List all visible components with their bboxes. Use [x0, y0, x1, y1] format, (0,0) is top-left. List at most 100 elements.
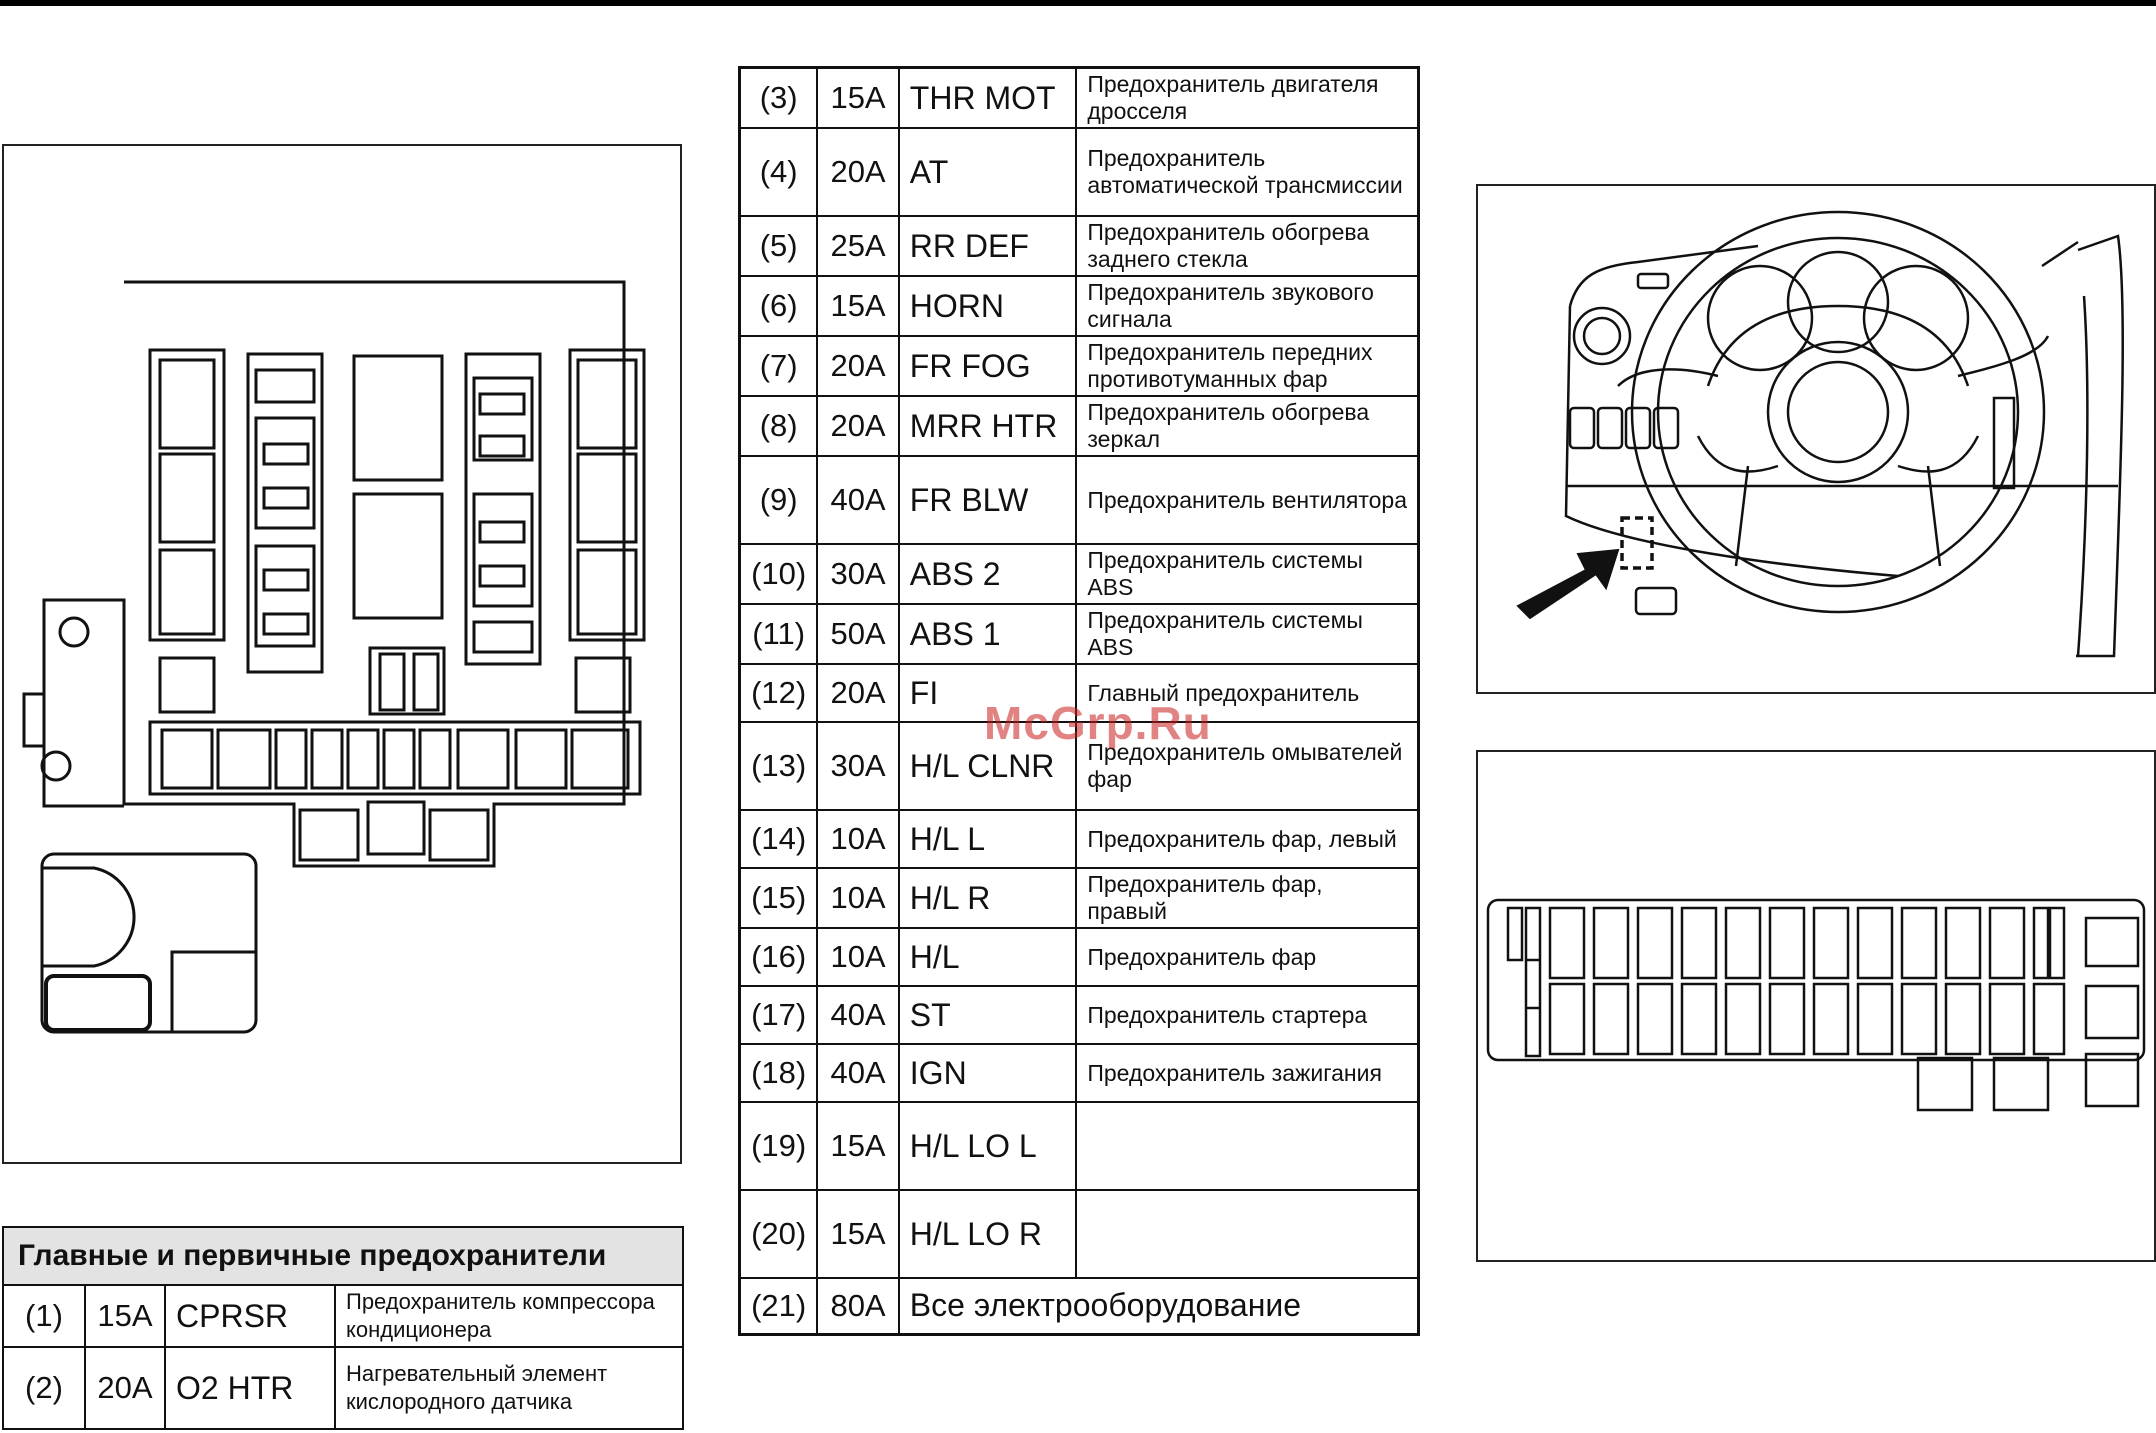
main-fuses-header: Главные и первичные предохранители	[2, 1226, 684, 1286]
fuse-description: Предохранитель компрессора кондиционера	[334, 1284, 684, 1348]
fuse-code: H/L LO R	[897, 1189, 1078, 1279]
fuse-code: O2 HTR	[164, 1346, 336, 1430]
fuse-code: HORN	[897, 275, 1078, 337]
table-row: (5) 25A RR DEF Предохранитель обогрева з…	[738, 215, 1420, 277]
fuse-number: (20)	[738, 1189, 819, 1279]
main-fuses-table: Главные и первичные предохранители (1) 1…	[2, 1226, 684, 1430]
table-row: (6) 15A HORN Предохранитель звукового си…	[738, 275, 1420, 337]
fuse-number: (19)	[738, 1101, 819, 1191]
fuse-number: (9)	[738, 455, 819, 545]
fuse-amperage: 15A	[816, 1101, 900, 1191]
fuse-number: (5)	[738, 215, 819, 277]
fuse-amperage: 10A	[816, 867, 900, 929]
table-row: (15) 10A H/L R Предохранитель фар, правы…	[738, 867, 1420, 929]
fuse-code: FR BLW	[897, 455, 1078, 545]
top-rule	[0, 0, 2156, 6]
fuse-description	[1075, 1101, 1420, 1191]
fuse-description: Предохранитель звукового сигнала	[1075, 275, 1420, 337]
fuse-number: (8)	[738, 395, 819, 457]
fuse-code: ABS 1	[897, 603, 1078, 665]
fuse-amperage: 15A	[816, 66, 900, 129]
fuse-description: Предохранитель фар	[1075, 927, 1420, 987]
location-diagram	[1476, 184, 2156, 694]
fuse-number: (17)	[738, 985, 819, 1045]
fuse-amperage: 40A	[816, 455, 900, 545]
fuse-amperage: 15A	[816, 275, 900, 337]
fuse-number: (15)	[738, 867, 819, 929]
table-row: (20) 15A H/L LO R	[738, 1189, 1420, 1279]
fuse-amperage: 80A	[816, 1277, 900, 1335]
fuse-code: H/L CLNR	[897, 721, 1078, 811]
fuse-code: H/L	[897, 927, 1078, 987]
fuse-description: Все электрооборудование	[897, 1277, 1420, 1335]
fuse-number: (4)	[738, 127, 819, 217]
fuse-number: (1)	[2, 1284, 86, 1348]
fuse-amperage: 10A	[816, 927, 900, 987]
table-row: (11) 50A ABS 1 Предохранитель системы AB…	[738, 603, 1420, 665]
fuse-code: FR FOG	[897, 335, 1078, 397]
fuse-number: (13)	[738, 721, 819, 811]
fuse-number: (3)	[738, 66, 819, 129]
table-row: (16) 10A H/L Предохранитель фар	[738, 927, 1420, 987]
fuse-amperage: 20A	[816, 395, 900, 457]
table-row: (4) 20A AT Предохранитель автоматической…	[738, 127, 1420, 217]
fuse-number: (14)	[738, 809, 819, 869]
fuse-code: ABS 2	[897, 543, 1078, 605]
fuse-description: Предохранитель системы ABS	[1075, 603, 1420, 665]
dashboard-drawing	[1516, 210, 2124, 658]
table-row: (18) 40A IGN Предохранитель зажигания	[738, 1043, 1420, 1103]
fuse-amperage: 30A	[816, 721, 900, 811]
fuse-amperage: 20A	[816, 335, 900, 397]
table-row: (9) 40A FR BLW Предохранитель вентилятор…	[738, 455, 1420, 545]
fuse-code: FI	[897, 663, 1078, 723]
table-row: (3) 15A THR MOT Предохранитель двигателя…	[738, 66, 1420, 129]
fuse-description: Предохранитель системы ABS	[1075, 543, 1420, 605]
fuse-description: Нагревательный элемент кислородного датч…	[334, 1346, 684, 1430]
fuse-amperage: 40A	[816, 1043, 900, 1103]
fuse-table: (3) 15A THR MOT Предохранитель двигателя…	[738, 66, 1420, 1336]
fuse-code: H/L R	[897, 867, 1078, 929]
fuse-amperage: 25A	[816, 215, 900, 277]
fuse-code: THR MOT	[897, 66, 1078, 129]
table-row: (8) 20A MRR HTR Предохранитель обогрева …	[738, 395, 1420, 457]
fuse-amperage: 15A	[816, 1189, 900, 1279]
table-row: (10) 30A ABS 2 Предохранитель системы AB…	[738, 543, 1420, 605]
watermark: McGrp.Ru	[984, 697, 1212, 749]
fuse-code: CPRSR	[164, 1284, 336, 1348]
fuse-number: (16)	[738, 927, 819, 987]
fuse-block-drawing	[1486, 898, 2146, 1112]
table-row: (19) 15A H/L LO L	[738, 1101, 1420, 1191]
fuse-amperage: 10A	[816, 809, 900, 869]
fuse-description: Предохранитель двигателя дросселя	[1075, 66, 1420, 129]
fuse-box-diagram	[2, 144, 682, 1164]
fuse-code: ST	[897, 985, 1078, 1045]
fuse-code: H/L L	[897, 809, 1078, 869]
fuse-description: Предохранитель омывателей фар	[1075, 721, 1420, 811]
fuse-description: Главный предохранитель	[1075, 663, 1420, 723]
fuse-description: Предохранитель обогрева заднего стекла	[1075, 215, 1420, 277]
fuse-amperage: 50A	[816, 603, 900, 665]
table-row: (7) 20A FR FOG Предохранитель передних п…	[738, 335, 1420, 397]
fuse-description: Предохранитель передних противотуманных …	[1075, 335, 1420, 397]
fuse-description: Предохранитель автоматической трансмисси…	[1075, 127, 1420, 217]
table-row: (13) 30A H/L CLNR Предохранитель омывате…	[738, 721, 1420, 811]
fuse-amperage: 20A	[816, 127, 900, 217]
fuse-number: (10)	[738, 543, 819, 605]
fuse-amperage: 20A	[816, 663, 900, 723]
fuse-code: AT	[897, 127, 1078, 217]
fuse-description: Предохранитель фар, правый	[1075, 867, 1420, 929]
fuse-amperage: 20A	[84, 1346, 166, 1430]
fuse-number: (7)	[738, 335, 819, 397]
fuse-description: Предохранитель стартера	[1075, 985, 1420, 1045]
table-row: (17) 40A ST Предохранитель стартера	[738, 985, 1420, 1045]
table-row: (1) 15A CPRSR Предохранитель компрессора…	[2, 1284, 684, 1348]
fuse-amperage: 30A	[816, 543, 900, 605]
fuse-description: Предохранитель зажигания	[1075, 1043, 1420, 1103]
fuse-number: (2)	[2, 1346, 86, 1430]
fuse-description: Предохранитель фар, левый	[1075, 809, 1420, 869]
fuse-number: (21)	[738, 1277, 819, 1335]
table-row: (2) 20A O2 HTR Нагревательный элемент ки…	[2, 1346, 684, 1430]
fuse-number: (12)	[738, 663, 819, 723]
fuse-amperage: 15A	[84, 1284, 166, 1348]
fuse-amperage: 40A	[816, 985, 900, 1045]
